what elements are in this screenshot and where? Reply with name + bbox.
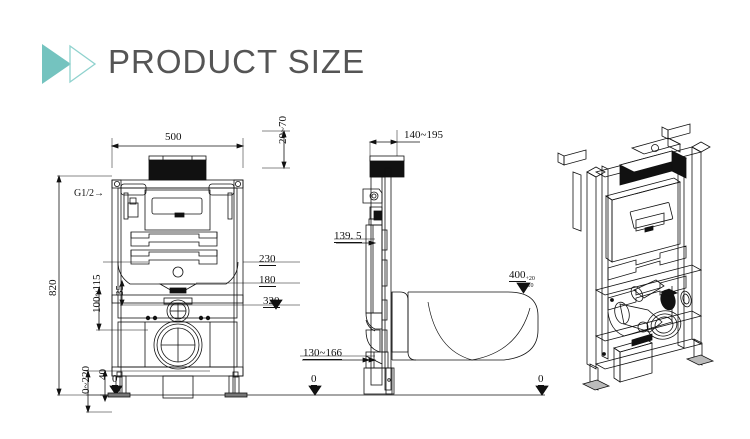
iso-frame — [557, 123, 715, 391]
dim-label-height-820: 820 — [47, 279, 59, 297]
dim-label-depth-140-195: 140~195 — [404, 129, 443, 141]
dim-label-depth-139-5: 139. 5 — [334, 230, 362, 243]
dim-label-35: 35 — [114, 285, 126, 296]
dim-0-220 — [85, 369, 112, 414]
datum-triangle-320 — [269, 299, 283, 310]
dim-height-820 — [56, 174, 62, 397]
dim-label-top-offset: 20~70 — [277, 116, 289, 144]
dim-100-115 — [96, 286, 102, 332]
dim-label-230: 230 — [259, 253, 276, 266]
page-header: PRODUCT SIZE — [0, 0, 750, 104]
iso-cistern — [605, 137, 688, 263]
front-witness-lines — [57, 130, 300, 396]
dim-width-500 — [110, 143, 245, 149]
dim-label-320: 320 — [263, 295, 280, 308]
frame-structure — [107, 155, 248, 399]
iso-waste-assembly — [602, 279, 692, 383]
datum-triangle-0-mid-left — [308, 385, 322, 396]
datum-triangle-400 — [516, 282, 531, 294]
dim-label-180: 180 — [259, 274, 276, 287]
dim-top-offset-20-70 — [281, 129, 287, 170]
dim-label-inlet-thread: G1/2→ — [74, 188, 104, 199]
dim-depth-140-195 — [368, 139, 420, 145]
datum-label-0-mid-left: 0 — [311, 373, 317, 386]
datum-label-0-left: 0 — [112, 373, 118, 386]
dim-label-0-220: 0~220 — [80, 366, 92, 394]
dim-depth-139-5 — [336, 240, 377, 246]
wall-hung-bowl — [391, 291, 539, 361]
dim-40 — [102, 369, 108, 403]
side-section-view — [300, 130, 549, 396]
dim-label-waste-130-166: 130~166 — [303, 347, 342, 360]
front-elevation-view — [56, 129, 545, 414]
dim-label-bowl-height-400: 400+20-10 — [509, 269, 535, 289]
dim-label-100-115: 100~115 — [91, 274, 103, 313]
dim-label-40: 40 — [97, 369, 109, 380]
page-title: PRODUCT SIZE — [108, 43, 366, 80]
side-frame-structure — [362, 155, 405, 395]
datum-triangle-0-mid-right — [535, 385, 549, 396]
isometric-3d-view — [557, 123, 715, 391]
double-triangle-play-icon — [41, 42, 99, 86]
dim-label-width-500: 500 — [165, 131, 182, 143]
datum-label-0-mid-right: 0 — [538, 373, 544, 386]
